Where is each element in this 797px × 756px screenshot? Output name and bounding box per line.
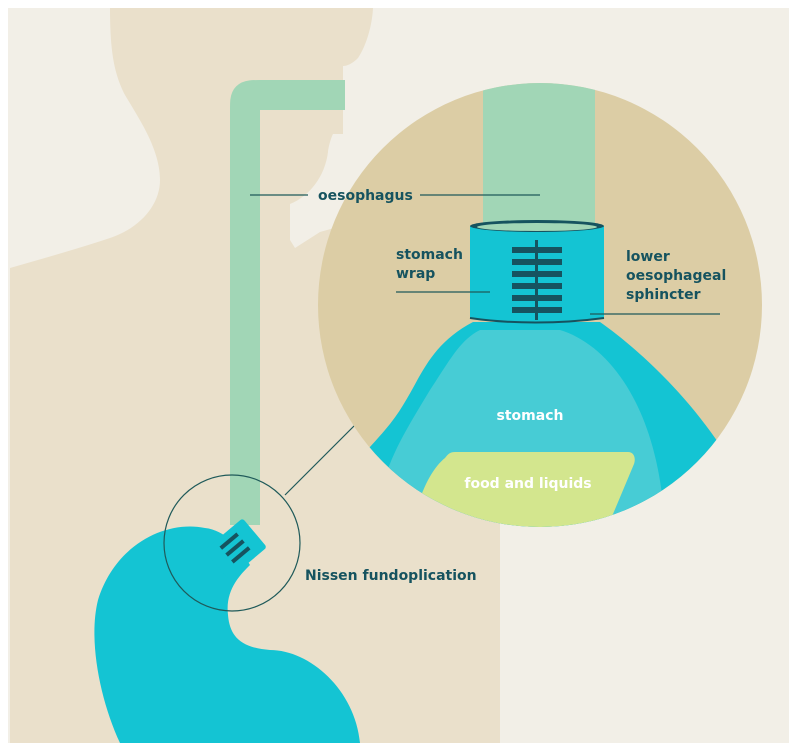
label-nissen-fundoplication: Nissen fundoplication — [305, 568, 477, 584]
label-stomach-wrap-line1: stomach — [396, 247, 463, 263]
label-oesophagus: oesophagus — [318, 188, 413, 204]
label-stomach-wrap-line2: wrap — [396, 266, 435, 282]
label-stomach: stomach — [497, 408, 564, 424]
label-sphincter-line1: lower — [626, 249, 670, 265]
label-sphincter-line2: oesophageal — [626, 268, 726, 284]
zoom-oesophagus-inside — [477, 223, 597, 231]
label-food-and-liquids: food and liquids — [464, 476, 591, 492]
label-sphincter-line3: sphincter — [626, 287, 701, 303]
